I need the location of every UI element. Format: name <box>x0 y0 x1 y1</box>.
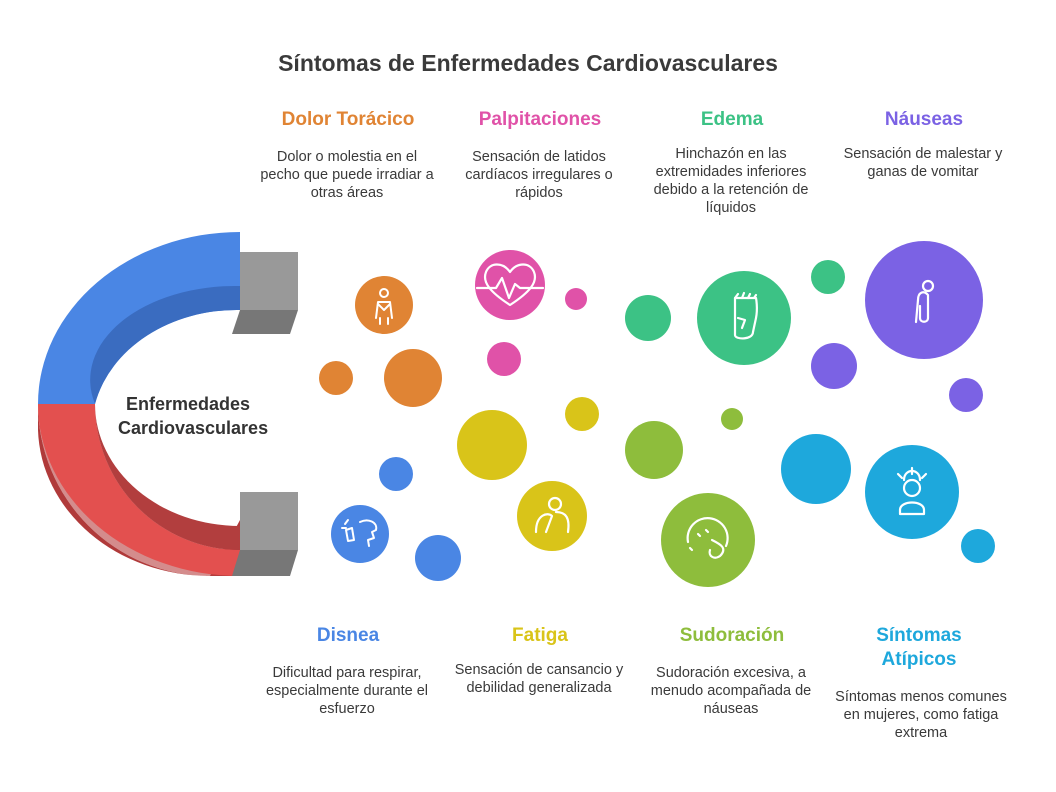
icon-circles <box>331 241 983 587</box>
bubble <box>384 349 442 407</box>
bubble <box>781 434 851 504</box>
bubble <box>625 421 683 479</box>
nauseous-person-icon <box>865 241 983 359</box>
bubbles <box>319 260 995 581</box>
bubble <box>811 260 845 294</box>
center-label-line2: Cardiovasculares <box>118 418 269 438</box>
symptom-desc-palpitaciones: Sensación de latidos cardíacos irregular… <box>465 149 613 201</box>
magnet-pole-bottom <box>240 492 298 550</box>
bubble <box>949 378 983 412</box>
bubble <box>379 457 413 491</box>
bubble <box>487 342 521 376</box>
symptom-desc-dolor-toracico: Dolor o molestia en el pecho que puede i… <box>260 149 434 201</box>
bubble <box>319 361 353 395</box>
person-chest-pain-icon <box>355 276 413 334</box>
stressed-woman-icon <box>865 445 959 539</box>
bubble <box>565 397 599 431</box>
bubble <box>625 295 671 341</box>
symptom-desc-edema: Hinchazón en las extremidades inferiores… <box>653 146 809 216</box>
symptom-label-disnea: Disnea <box>316 625 380 646</box>
sweating-face-icon <box>661 493 755 587</box>
bubble <box>565 288 587 310</box>
symptom-desc-sudoracion: Sudoración excesiva, a menudo acompañada… <box>650 665 812 717</box>
breathing-face-icon <box>331 505 389 563</box>
symptom-desc-disnea: Dificultad para respirar, especialmente … <box>265 665 429 717</box>
magnet-pole-top <box>240 252 298 310</box>
symptom-label-edema: Edema <box>700 109 764 130</box>
tired-person-icon <box>517 481 587 551</box>
center-label-line1: Enfermedades <box>125 394 251 414</box>
bubble <box>811 343 857 389</box>
symptom-label-palpitaciones: Palpitaciones <box>478 109 602 130</box>
symptom-label-dolor-toracico: Dolor Torácico <box>281 109 415 130</box>
magnet <box>38 232 298 576</box>
heart-pulse-icon <box>475 250 545 320</box>
symptom-label-sudoracion: Sudoración <box>679 625 785 646</box>
bubble <box>457 410 527 480</box>
bubble <box>415 535 461 581</box>
symptom-label-sintomas-atipicos: Síntomas Atípicos <box>876 625 962 670</box>
bubble <box>961 529 995 563</box>
bubble <box>721 408 743 430</box>
symptom-desc-fatiga: Sensación de cansancio y debilidad gener… <box>454 662 624 696</box>
symptom-desc-sintomas-atipicos: Síntomas menos comunes en mujeres, como … <box>835 689 1007 741</box>
diagram-title: Síntomas de Enfermedades Cardiovasculare… <box>278 50 778 76</box>
symptom-desc-nauseas: Sensación de malestar y ganas de vomitar <box>843 146 1003 180</box>
symptom-label-fatiga: Fatiga <box>512 625 568 646</box>
symptom-label-nauseas: Náuseas <box>884 109 964 130</box>
center-label: Enfermedades Cardiovasculares <box>118 392 269 440</box>
swollen-foot-icon <box>697 271 791 365</box>
